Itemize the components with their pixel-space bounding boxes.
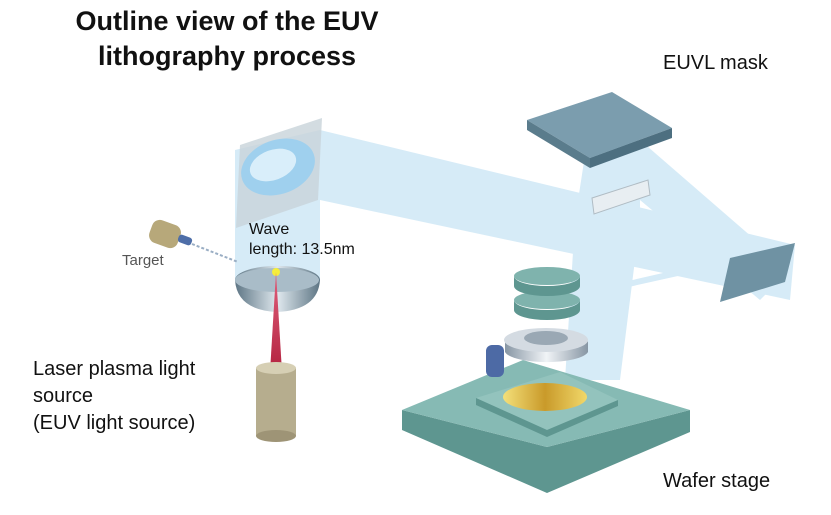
plasma-bowl (235, 265, 320, 312)
relay-mirror (591, 179, 651, 215)
laser-line-1: Laser plasma light (33, 358, 196, 380)
title-line-2: lithography process (97, 41, 357, 71)
laser-beam (270, 272, 282, 372)
euvl-mask-label: EUVL mask (663, 52, 768, 74)
wavelength-label: Wave length: 13.5nm (249, 220, 355, 260)
fold-mirror (720, 243, 795, 302)
title-line-1: Outline view of the EUV (75, 6, 379, 36)
laser-line-3: (EUV light source) (33, 412, 196, 434)
laser-line-2: source (33, 385, 94, 407)
euvl-mask (527, 92, 672, 168)
wavelength-line-1: Wave (249, 221, 290, 238)
laser-source (256, 362, 296, 442)
euv-beam (235, 130, 795, 380)
wafer-stage-label: Wafer stage (663, 470, 771, 492)
collector-mirror (236, 118, 322, 228)
wavelength-line-2: length: 13.5nm (249, 241, 355, 258)
laser-source-label: Laser plasma light source (EUV light sou… (33, 356, 195, 437)
target-nozzle (149, 219, 239, 263)
wafer-stage (402, 267, 690, 493)
target-label: Target (122, 252, 164, 269)
page-title: Outline view of the EUV lithography proc… (62, 4, 392, 74)
